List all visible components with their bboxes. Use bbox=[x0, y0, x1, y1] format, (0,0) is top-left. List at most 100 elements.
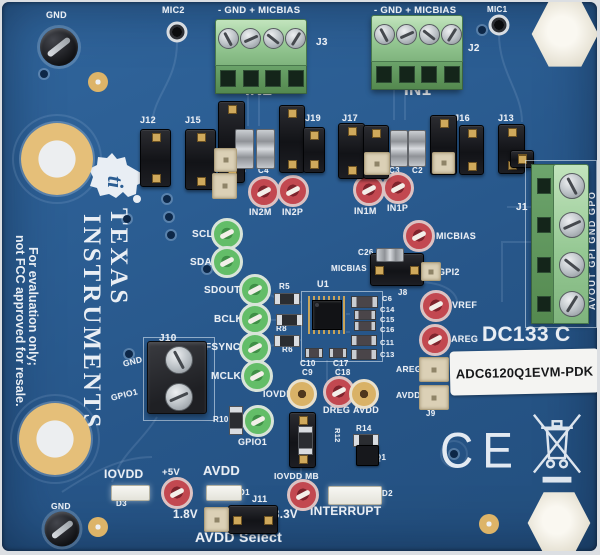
j10-terminal bbox=[147, 341, 207, 414]
gold-via-2 bbox=[88, 517, 108, 537]
silk-label-areg-j9: AREG bbox=[396, 364, 422, 374]
j10-outline bbox=[143, 337, 215, 421]
c2-cap bbox=[408, 130, 426, 167]
silk-label-gnd-top: GND bbox=[46, 10, 67, 20]
silk-label-u1: U1 bbox=[317, 279, 330, 289]
mount-hole-top-left bbox=[21, 123, 93, 195]
u1-adc6120-chip bbox=[308, 296, 346, 334]
silk-label-v18: 1.8V bbox=[173, 509, 198, 521]
weee-symbol bbox=[532, 414, 582, 483]
j10-terminal-screw-2 bbox=[165, 382, 194, 411]
j1-terminal-face bbox=[553, 164, 589, 324]
j19-jumper bbox=[303, 127, 325, 173]
silk-label-c16: C16 bbox=[380, 325, 395, 334]
ti-logo: ti bbox=[89, 153, 143, 203]
silk-label-j9: J9 bbox=[426, 409, 436, 418]
j1-terminal-screw-1 bbox=[559, 172, 586, 199]
silk-label-vref: VREF bbox=[452, 300, 478, 310]
silk-label-c17: C17 bbox=[333, 359, 349, 368]
avdd-testpoint bbox=[349, 379, 379, 409]
part-number-sticker: ADC6120Q1EVM-PDK bbox=[449, 348, 597, 396]
sdout-testpoint bbox=[239, 274, 271, 306]
j3-terminal-wire-slot-4 bbox=[287, 69, 304, 87]
cap-c14 bbox=[354, 310, 376, 320]
pad4 bbox=[432, 152, 455, 174]
silk-label-j2-header: - GND + MICBIAS bbox=[374, 5, 457, 16]
silk-label-mic1: MIC1 bbox=[487, 5, 508, 14]
via-7 bbox=[203, 265, 211, 273]
j3-terminal-screw-2 bbox=[240, 28, 262, 50]
silk-label-gpi2: GPI2 bbox=[438, 267, 460, 277]
pad1 bbox=[214, 148, 237, 172]
silk-label-in1p: IN1P bbox=[387, 203, 409, 213]
j1-terminal-screw-4 bbox=[559, 291, 586, 318]
silk-label-iovdd-mb: IOVDD MB bbox=[274, 471, 319, 481]
silk-label-c18: C18 bbox=[335, 368, 351, 377]
mic2-testpoint bbox=[166, 21, 188, 43]
j16-jumper bbox=[459, 125, 484, 175]
mount-hole-bottom-left bbox=[19, 403, 91, 475]
silk-label-in2p: IN2P bbox=[282, 207, 304, 217]
cap-c13 bbox=[351, 349, 377, 360]
silk-label-j1: J1 bbox=[516, 202, 528, 213]
cap-c6 bbox=[351, 296, 378, 308]
via-2 bbox=[123, 215, 131, 223]
j2-terminal-screw-1 bbox=[373, 24, 395, 46]
sticker-text: ADC6120Q1EVM-PDK bbox=[455, 363, 594, 381]
d3-led bbox=[111, 485, 150, 501]
j1-terminal-wire-slot-4 bbox=[537, 296, 551, 313]
silk-label-j8: J8 bbox=[398, 288, 408, 297]
silk-label-j12: J12 bbox=[140, 115, 156, 125]
via-9 bbox=[450, 450, 458, 458]
gnd-screw-bottom bbox=[44, 511, 80, 547]
silk-label-gnd-bot: GND bbox=[51, 501, 71, 511]
silk-label-mclk: MCLK bbox=[211, 371, 242, 382]
in2p-testpoint bbox=[277, 175, 309, 207]
d2-led bbox=[328, 486, 382, 505]
j3-terminal-screw-4 bbox=[285, 28, 307, 50]
via-1 bbox=[40, 70, 48, 78]
j11-jumper bbox=[228, 505, 278, 534]
silk-label-c10: C10 bbox=[300, 359, 316, 368]
silk-label-dreg: DREG bbox=[323, 405, 351, 415]
j11-side bbox=[204, 507, 229, 532]
r10-res bbox=[229, 406, 243, 435]
via-3 bbox=[163, 195, 171, 203]
mic1-testpoint bbox=[488, 14, 510, 36]
silk-label-j16: J16 bbox=[454, 113, 470, 123]
j1-terminal-wire-slot-1 bbox=[537, 177, 551, 194]
j1-terminal-wire-slot-3 bbox=[537, 256, 551, 273]
silk-label-micbias-tp: MICBIAS bbox=[436, 231, 477, 241]
silk-label-sdout: SDOUT bbox=[204, 285, 241, 296]
u1-outline bbox=[301, 291, 383, 362]
instruments-text: INSTRUMENTS bbox=[78, 214, 105, 431]
silk-label-c14: C14 bbox=[380, 305, 395, 314]
j2-terminal-wire-slot-2 bbox=[398, 65, 415, 83]
j1-terminal-screw-3 bbox=[559, 251, 586, 278]
j3-terminal-wire-slot-3 bbox=[265, 69, 282, 87]
j1-terminal-screw-2 bbox=[559, 212, 586, 239]
silk-label-iovdd-tp: IOVDD bbox=[263, 389, 294, 399]
silk-label-sda: SDA bbox=[190, 257, 213, 268]
silk-label-dc133: DC133 C bbox=[482, 323, 571, 346]
silk-label-c4: C4 bbox=[258, 166, 269, 175]
silk-label-c9: C9 bbox=[302, 368, 313, 377]
micbias-testpoint bbox=[403, 220, 435, 252]
j2-terminal-screw-4 bbox=[441, 24, 463, 46]
silk-label-r14: R14 bbox=[356, 424, 372, 433]
c26-cap bbox=[376, 248, 404, 262]
r8-res bbox=[276, 314, 303, 326]
c5-cap bbox=[235, 129, 254, 169]
gold-via-1 bbox=[88, 72, 108, 92]
j1-outline bbox=[525, 160, 597, 328]
edge-part-jumper bbox=[510, 150, 534, 168]
iovdd-testpoint bbox=[287, 379, 317, 409]
silk-label-j2: J2 bbox=[468, 43, 480, 54]
via-4 bbox=[165, 213, 173, 221]
c4-cap bbox=[256, 129, 275, 169]
d1-led bbox=[206, 485, 242, 501]
j3-terminal-wire-slot-1 bbox=[220, 69, 237, 87]
j3-terminal bbox=[215, 19, 307, 94]
silk-label-micbias-j8: MICBIAS bbox=[331, 264, 367, 273]
